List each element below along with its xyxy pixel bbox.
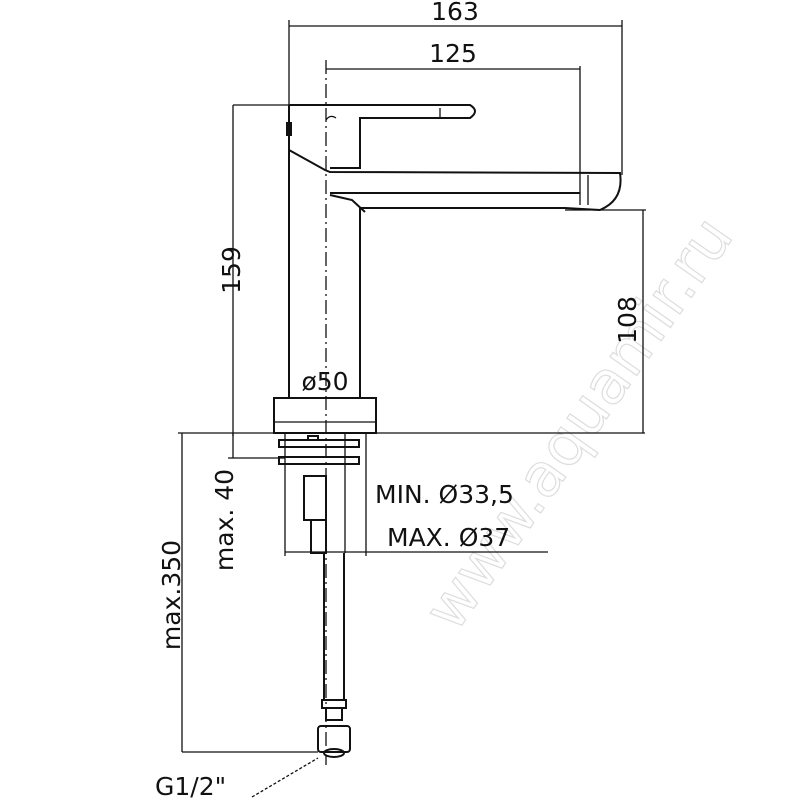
dimension-159: 159 xyxy=(217,104,289,436)
connection-callout: G1/2" xyxy=(155,757,319,800)
hole-min-label: MIN. Ø33,5 xyxy=(375,480,514,509)
dimension-label-125: 125 xyxy=(429,39,477,68)
dimension-label-163: 163 xyxy=(431,0,479,26)
dimension-label-max-40: max. 40 xyxy=(210,469,239,571)
dimension-125: 125 xyxy=(326,39,581,205)
dimension-label-108: 108 xyxy=(613,296,642,344)
dimension-108: 108 xyxy=(565,209,646,433)
connection-label: G1/2" xyxy=(155,772,226,800)
watermark: www.aquamir.ru xyxy=(411,204,747,643)
dimension-163: 163 xyxy=(288,0,623,175)
dimension-max-40: max. 40 xyxy=(210,433,285,571)
mounting-hardware: MIN. Ø33,5 MAX. Ø37 xyxy=(278,433,548,556)
flexible-hose xyxy=(317,553,351,758)
dimension-max-350: max.350 xyxy=(157,433,318,753)
hole-max-label: MAX. Ø37 xyxy=(387,523,510,552)
dimension-label-base-diameter: ø50 xyxy=(301,367,348,396)
dimension-label-max-350: max.350 xyxy=(157,540,186,650)
base-plate: ø50 xyxy=(273,367,377,434)
faucet-body xyxy=(286,104,622,398)
dimension-label-159: 159 xyxy=(217,246,246,294)
